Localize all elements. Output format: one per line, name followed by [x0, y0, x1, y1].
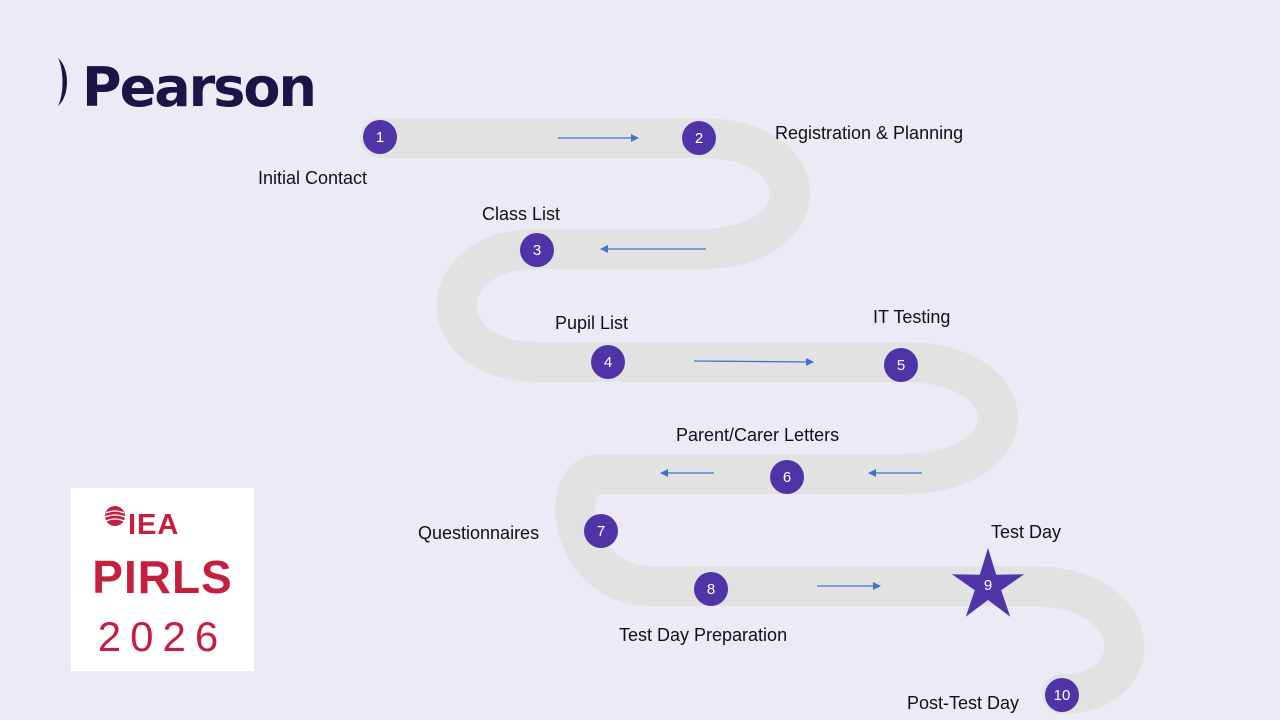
step-7-node: 7	[584, 514, 618, 548]
pirls-text: PIRLS	[92, 551, 233, 603]
pirls-logo: IEA PIRLS 2026	[71, 488, 254, 671]
step-10-label: Post-Test Day	[907, 693, 1020, 713]
step-6-label: Parent/Carer Letters	[676, 425, 840, 445]
step-4-label: Pupil List	[555, 313, 629, 333]
step-9-label: Test Day	[991, 522, 1062, 542]
step-3-node: 3	[520, 233, 554, 267]
step-4-node: 4	[591, 345, 625, 379]
iea-text: IEA	[128, 509, 180, 541]
step-5-label: IT Testing	[873, 307, 951, 327]
pirls-year: 2026	[97, 613, 228, 660]
pearson-logo: Pearson	[82, 56, 317, 119]
step-2-node: 2	[682, 121, 716, 155]
star-marker	[951, 548, 1025, 617]
arrow-4-5	[693, 357, 814, 366]
step-3-label: Class List	[482, 204, 561, 224]
step-6-node: 6	[770, 460, 804, 494]
step-5-node: 5	[884, 348, 918, 382]
step-2-label: Registration & Planning	[775, 123, 964, 143]
iea-globe-icon	[104, 506, 126, 526]
step-1-label: Initial Contact	[258, 168, 368, 188]
step-8-label: Test Day Preparation	[619, 625, 788, 645]
pearson-mark-icon	[58, 58, 67, 106]
step-7-label: Questionnaires	[418, 523, 540, 543]
step-1-node: 1	[363, 120, 397, 154]
road-path	[360, 118, 1145, 714]
step-10-node: 10	[1045, 678, 1079, 712]
step-9-number: 9	[983, 577, 993, 594]
step-8-node: 8	[694, 572, 728, 606]
